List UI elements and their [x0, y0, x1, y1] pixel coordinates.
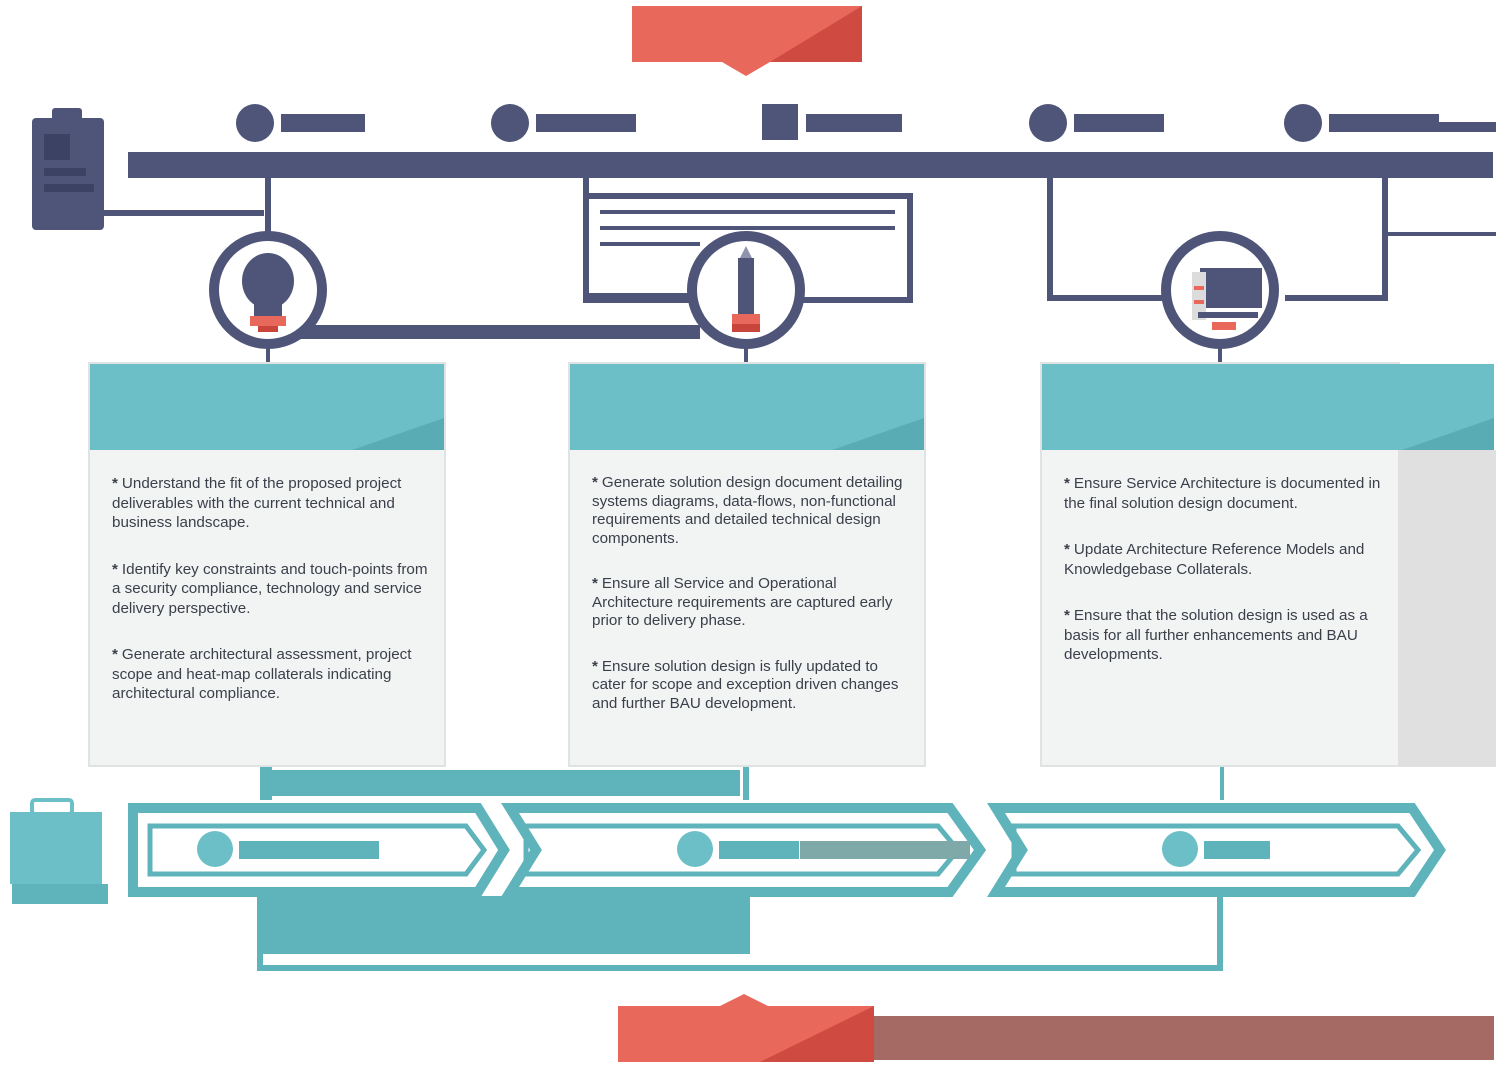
card-bullet: *Generate solution design document detai… [592, 474, 903, 547]
pencil-icon [687, 231, 805, 349]
card-bullet: *Update Architecture Reference Models an… [1064, 541, 1365, 578]
bottom-banner [618, 994, 1494, 1062]
card-header [90, 364, 444, 450]
milestone-markers [236, 104, 1496, 142]
phase-arrow [501, 803, 987, 897]
card-bullet: *Ensure that the solution design is used… [1064, 607, 1368, 663]
phase-marker [1162, 831, 1270, 867]
phase-arrow [128, 803, 510, 897]
milestone-marker [491, 104, 636, 142]
card-body: *Generate solution design document detai… [592, 474, 908, 740]
card-body: *Ensure Service Architecture is document… [1064, 474, 1382, 692]
timeline-bar [128, 152, 1493, 178]
phase-markers [197, 831, 1270, 867]
card-bullet: *Understand the fit of the proposed proj… [112, 475, 402, 531]
bottom-connectors [257, 766, 1224, 971]
card-side-tab [1398, 450, 1496, 767]
phase-card-3: *Ensure Service Architecture is document… [1040, 362, 1496, 767]
card-bullet: *Generate architectural assessment, proj… [112, 646, 412, 702]
briefcase-icon [10, 798, 108, 904]
phase-arrow [987, 803, 1447, 897]
laptop-icon [1161, 231, 1279, 349]
clipboard-icon [32, 108, 104, 230]
card-header [1042, 364, 1494, 450]
milestone-marker [236, 104, 365, 142]
card-bullet: *Ensure all Service and Operational Arch… [592, 575, 893, 629]
milestone-marker [1029, 104, 1164, 142]
top-connectors [265, 178, 1496, 339]
top-banner [632, 6, 862, 76]
card-bullet: *Ensure Service Architecture is document… [1064, 475, 1381, 512]
phase-card-2: *Generate solution design document detai… [568, 362, 926, 767]
phase-marker [197, 831, 379, 867]
phase-arrows [128, 803, 1447, 897]
card-bullet: *Ensure solution design is fully updated… [592, 657, 899, 712]
milestone-marker [1284, 104, 1439, 142]
card-body: *Understand the fit of the proposed proj… [112, 474, 428, 731]
card-header [570, 364, 924, 450]
milestone-marker [762, 104, 902, 140]
phase-marker [677, 831, 970, 867]
card-bullet: *Identify key constraints and touch-poin… [112, 560, 428, 617]
phase-card-1: *Understand the fit of the proposed proj… [88, 362, 446, 767]
lightbulb-icon [209, 231, 327, 349]
